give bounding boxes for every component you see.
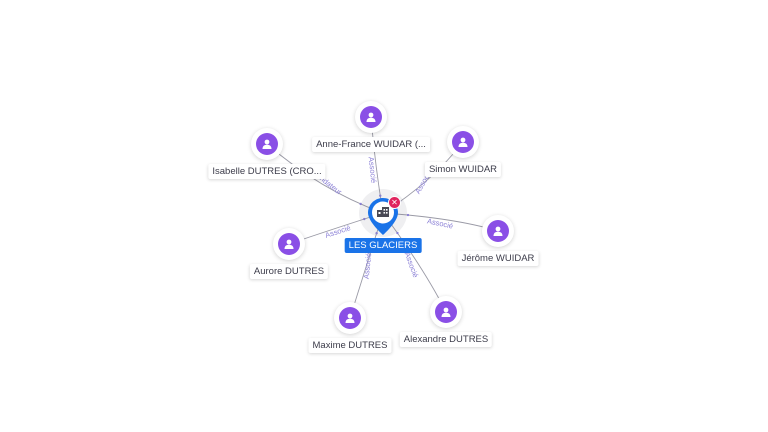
close-icon[interactable]: ✕ [389, 197, 400, 208]
person-avatar[interactable] [273, 228, 305, 260]
person-icon [435, 301, 457, 323]
person-avatar[interactable] [430, 296, 462, 328]
person-label[interactable]: Aurore DUTRES [249, 264, 329, 279]
person-label[interactable]: Maxime DUTRES [308, 338, 392, 353]
person-avatar[interactable] [334, 302, 366, 334]
edge-arrow-maxime [375, 232, 378, 235]
person-avatar[interactable] [482, 215, 514, 247]
person-label[interactable]: Isabelle DUTRES (CRO... [208, 164, 326, 179]
person-icon [487, 220, 509, 242]
person-label[interactable]: Alexandre DUTRES [399, 332, 493, 347]
person-avatar[interactable] [447, 126, 479, 158]
edge-arrow-isabelle [359, 202, 362, 206]
building-icon [377, 207, 389, 217]
edge-label-alexandre: Associé [403, 251, 420, 279]
map-pin-icon [368, 198, 398, 235]
person-label[interactable]: Anne-France WUIDAR (... [312, 137, 430, 152]
edge-label-jerome: Associé [426, 216, 454, 230]
person-icon [278, 233, 300, 255]
edge-label-maxime: Associé [362, 252, 374, 279]
company-label[interactable]: LES GLACIERS [344, 238, 422, 253]
edge-arrow-anne [379, 194, 382, 197]
person-icon [452, 131, 474, 153]
person-label[interactable]: Simon WUIDAR [424, 162, 502, 177]
edge-label-anne: Associé [367, 156, 379, 183]
person-label[interactable]: Jérôme WUIDAR [457, 251, 539, 266]
person-icon [256, 133, 278, 155]
edge-arrow-aurore [363, 217, 366, 221]
person-icon [360, 106, 382, 128]
person-icon [339, 307, 361, 329]
edge-arrow-alexandre [396, 231, 399, 235]
person-avatar[interactable] [355, 101, 387, 133]
edge-arrow-jerome [406, 213, 410, 217]
person-avatar[interactable] [251, 128, 283, 160]
